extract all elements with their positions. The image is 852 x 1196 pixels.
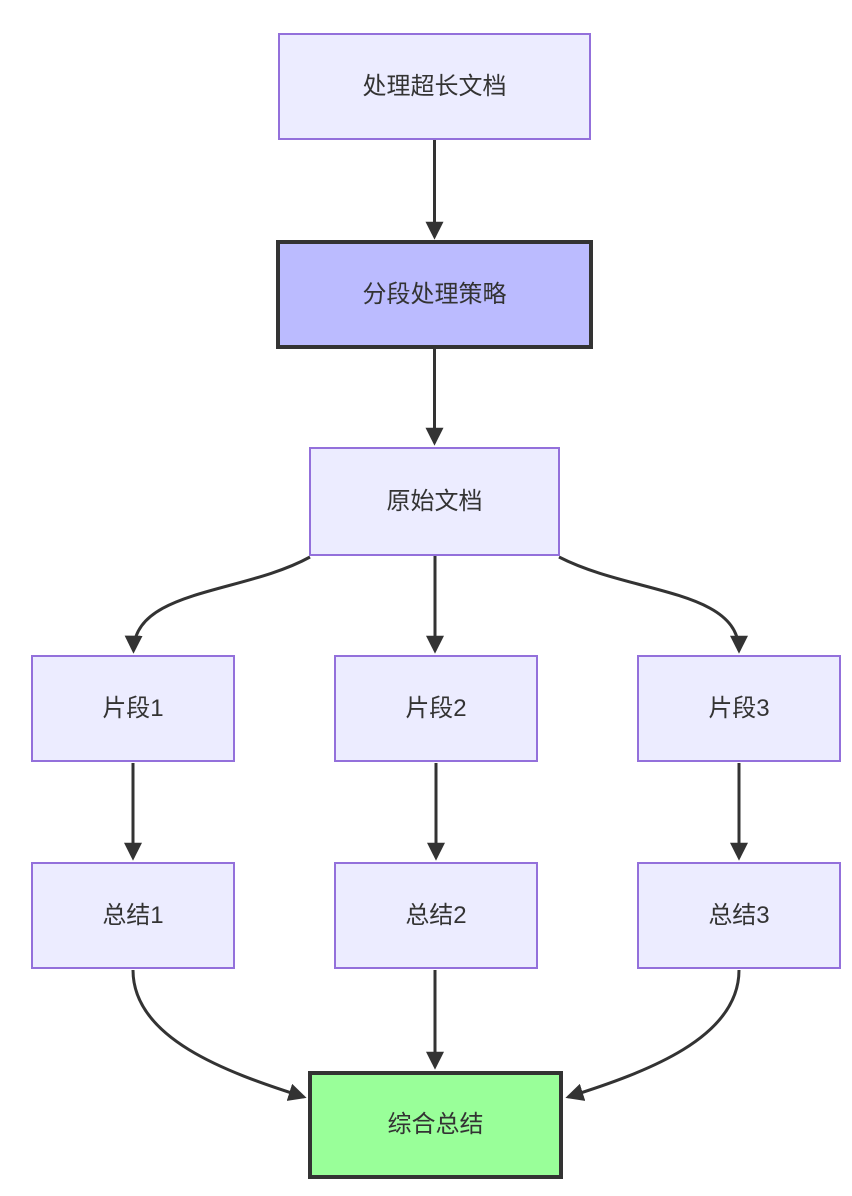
node-process-long-doc: 处理超长文档 bbox=[278, 33, 591, 140]
node-final-summary: 综合总结 bbox=[308, 1071, 563, 1179]
edge-original-doc-to-fragment3 bbox=[558, 555, 748, 654]
node-fragment1: 片段1 bbox=[31, 655, 235, 762]
edge-original-doc-to-fragment1 bbox=[124, 555, 311, 654]
node-segment-strategy: 分段处理策略 bbox=[276, 240, 593, 349]
node-summary2: 总结2 bbox=[334, 862, 538, 969]
edge-summary1-to-final-summary bbox=[131, 969, 307, 1101]
edge-summary3-to-final-summary bbox=[565, 969, 741, 1101]
node-summary1: 总结1 bbox=[31, 862, 235, 969]
node-summary3: 总结3 bbox=[637, 862, 841, 969]
node-original-doc: 原始文档 bbox=[309, 447, 560, 556]
node-fragment2: 片段2 bbox=[334, 655, 538, 762]
node-fragment3: 片段3 bbox=[637, 655, 841, 762]
